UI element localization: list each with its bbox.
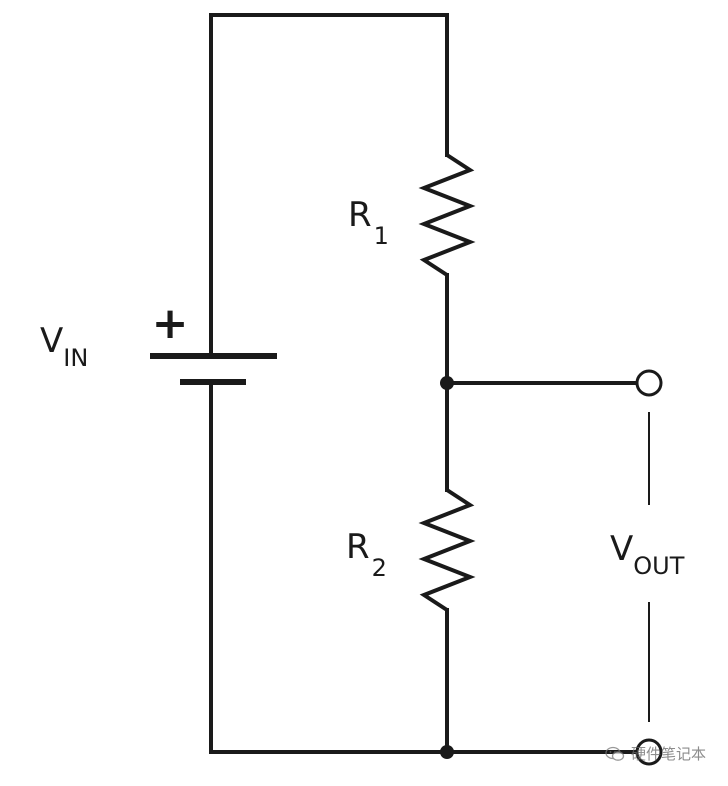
resistor-r1: [418, 153, 476, 277]
wire-top: [209, 13, 449, 359]
wechat-icon: [605, 746, 625, 761]
junction-node-ground: [440, 745, 454, 759]
wire-bottom: [209, 380, 449, 754]
resistor-r2: [418, 488, 476, 612]
label-vout: VOUT: [610, 529, 685, 580]
output-terminal-bottom: [635, 738, 663, 766]
label-vin: VIN: [40, 321, 88, 372]
junction-node-output: [440, 376, 454, 390]
battery-plus-sign: +: [152, 298, 189, 349]
label-r1: R1: [348, 195, 389, 250]
watermark: 硬件笔记本: [605, 743, 706, 764]
label-r2: R2: [346, 527, 387, 582]
watermark-text: 硬件笔记本: [630, 745, 706, 763]
output-terminal-top: [635, 369, 663, 397]
